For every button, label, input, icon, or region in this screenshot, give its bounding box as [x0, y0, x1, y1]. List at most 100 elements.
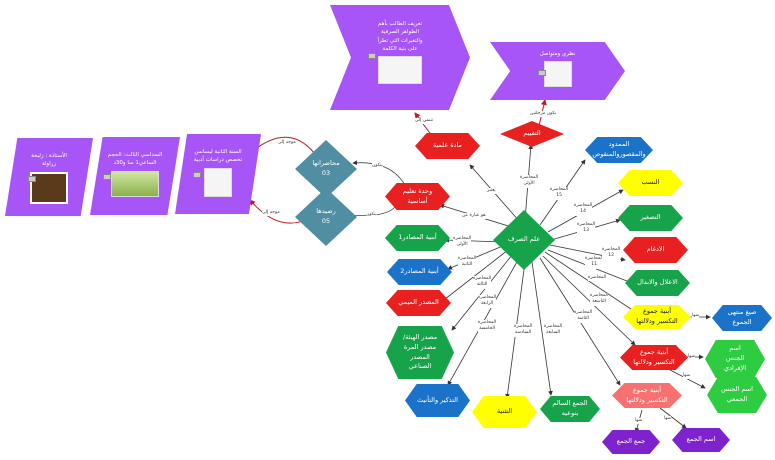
node-text: مادة علمية: [432, 141, 463, 150]
jam-taksir2-node[interactable]: أبنية جموع التكسير ودلالتها: [620, 345, 688, 370]
ism-jins-jam3i-node[interactable]: اسم الجنس الجمعي: [707, 377, 767, 413]
lectures-label: محاضراتها: [312, 159, 340, 168]
node-text: التقييم: [523, 129, 541, 138]
node-text: اسم الجنس الجمعي: [721, 385, 753, 403]
edge-center-masdar2: [447, 244, 506, 270]
node-text: الجمع السالم بنوعيه: [552, 399, 588, 417]
node-text: اسم الجنس الإفرادي: [724, 344, 746, 372]
note-icon[interactable]: [538, 70, 546, 76]
node-text: التثنية: [496, 407, 513, 416]
node-text: أبنية جموع التكسير ودلالتها: [636, 307, 678, 325]
node-text: الادغام: [646, 245, 665, 254]
edge-center-hay2a: [451, 254, 513, 331]
node-text: صيغ منتهى الجموع: [727, 308, 757, 326]
node-text: أبنية جموع التكسير ودلالتها: [626, 385, 668, 404]
edge-label-including: منها: [683, 373, 691, 380]
year-text: السنة الثانية ليسانس تخصص دراسات أدبية: [193, 149, 243, 164]
edge-label-leads-to: موجه إلى: [262, 210, 280, 217]
lectures-count: 03: [321, 169, 331, 177]
node-text: الاعلال والابدال: [637, 278, 678, 287]
ism-jam3-node[interactable]: اسم الجمع: [672, 428, 730, 452]
idgham-node[interactable]: الادغام: [623, 237, 688, 263]
node-text: أبنية المصادر1: [398, 233, 437, 242]
edge-label-two-stages: يكون مرحلتين: [530, 111, 557, 118]
teacher-text: الأستاذة : زليخة زراولة: [31, 153, 67, 168]
node-text: النسب: [641, 178, 660, 187]
center-text: علم الصرف: [507, 235, 541, 244]
students-image: [204, 167, 232, 197]
ism-jins-ifradi-node[interactable]: اسم الجنس الإفرادي: [705, 340, 765, 378]
masdar1-node[interactable]: أبنية المصادر1: [385, 225, 450, 251]
credits-label: رصيدها: [316, 207, 336, 216]
masdar-hay2a-node[interactable]: مصدر الهيئة/ مصدر المرة المصدر الصناعي: [386, 326, 454, 379]
node-text: أبنية جموع التكسير ودلالتها: [633, 347, 675, 366]
note-icon[interactable]: [28, 176, 36, 182]
edge-center-taksir2: [542, 255, 636, 346]
edge-label-consists: يتكون: [366, 212, 377, 219]
mamdud-node[interactable]: الممدود والمقصوروالمنقوص: [585, 137, 653, 163]
year-card[interactable]: السنة الثانية ليسانس تخصص دراسات أدبية: [175, 134, 261, 214]
node-text: المصدر الميمي: [398, 298, 439, 307]
note-icon[interactable]: [103, 174, 111, 180]
node-text: وحدة تعليم أساسية: [402, 186, 433, 205]
note-icon[interactable]: [368, 53, 376, 59]
semester-card[interactable]: السداسي الثالث: الحجم الساعي1 سا و30د: [90, 137, 180, 215]
edge-center-taksir1: [544, 251, 641, 316]
eval-type-card[interactable]: نظري ومتواصل: [490, 42, 625, 100]
goal-card[interactable]: تعريف الطالب بأهم الظواهر الصرفية والتغي…: [330, 5, 470, 110]
edge-label-leads-to: موجه إلى: [278, 140, 296, 147]
masdar2-node[interactable]: أبنية المصادر2: [387, 259, 452, 285]
edge-label-is: يعتبر: [487, 188, 496, 195]
jam3-jam3-node[interactable]: جمع الجمع: [602, 430, 660, 454]
edge-label-including: منها: [664, 416, 672, 423]
edge-center-jamsalim: [531, 261, 553, 396]
eval-type-text: نظري ومتواصل: [539, 51, 576, 57]
node-text: التذكير والتأنيث: [417, 395, 458, 404]
edge-label-including: منها: [635, 418, 643, 425]
node-text: مصدر الهيئة/ مصدر المرة المصدر الصناعي: [402, 333, 438, 371]
i3lal-node[interactable]: الاعلال والابدال: [625, 270, 690, 296]
edge-label-lecture-10: المحاضرة: [588, 275, 607, 282]
teacher-card[interactable]: الأستاذة : زليخة زراولة: [5, 138, 93, 216]
credits-count: 05: [321, 217, 331, 225]
sighat-muntaha-node[interactable]: صيغ منتهى الجموع: [712, 305, 772, 331]
jam-salim-node[interactable]: الجمع السالم بنوعيه: [540, 396, 600, 422]
masdar-mimi-node[interactable]: المصدر الميمي: [386, 290, 451, 316]
tathniya-node[interactable]: التثنية: [472, 396, 537, 428]
semester-text: السداسي الثالث: الحجم الساعي1 سا و30د: [107, 152, 163, 167]
tasghir-node[interactable]: التصغير: [618, 205, 683, 231]
goal-text: تعريف الطالب بأهم الظواهر الصرفية والتغي…: [377, 21, 423, 52]
edge-label-belongs-to: تنتمي إلى: [415, 118, 434, 125]
clock-image: [111, 170, 159, 197]
basic-unit-node[interactable]: وحدة تعليم أساسية: [385, 183, 450, 210]
edge-label-consists: يتكون: [372, 163, 383, 170]
jam-taksir1-node[interactable]: أبنية جموع التكسير ودلالتها: [623, 305, 691, 329]
node-text: الممدود والمقصوروالمنقوص: [592, 140, 646, 158]
edge-label-including: منها: [688, 354, 696, 361]
scientific-subject-node[interactable]: مادة علمية: [415, 133, 480, 159]
group-image: [543, 61, 572, 88]
edge-unit-to-lectures: [352, 160, 406, 186]
tadhkir-node[interactable]: التذكير والتأنيث: [405, 384, 470, 417]
nasab-node[interactable]: النسب: [618, 170, 683, 196]
node-text: أبنية المصادر2: [400, 267, 439, 276]
edge-taksir3-ismjam3: [659, 407, 687, 429]
node-text: اسم الجمع: [686, 435, 716, 444]
note-icon[interactable]: [193, 172, 201, 178]
jam-taksir3-node[interactable]: أبنية جموع التكسير ودلالتها: [612, 383, 682, 408]
